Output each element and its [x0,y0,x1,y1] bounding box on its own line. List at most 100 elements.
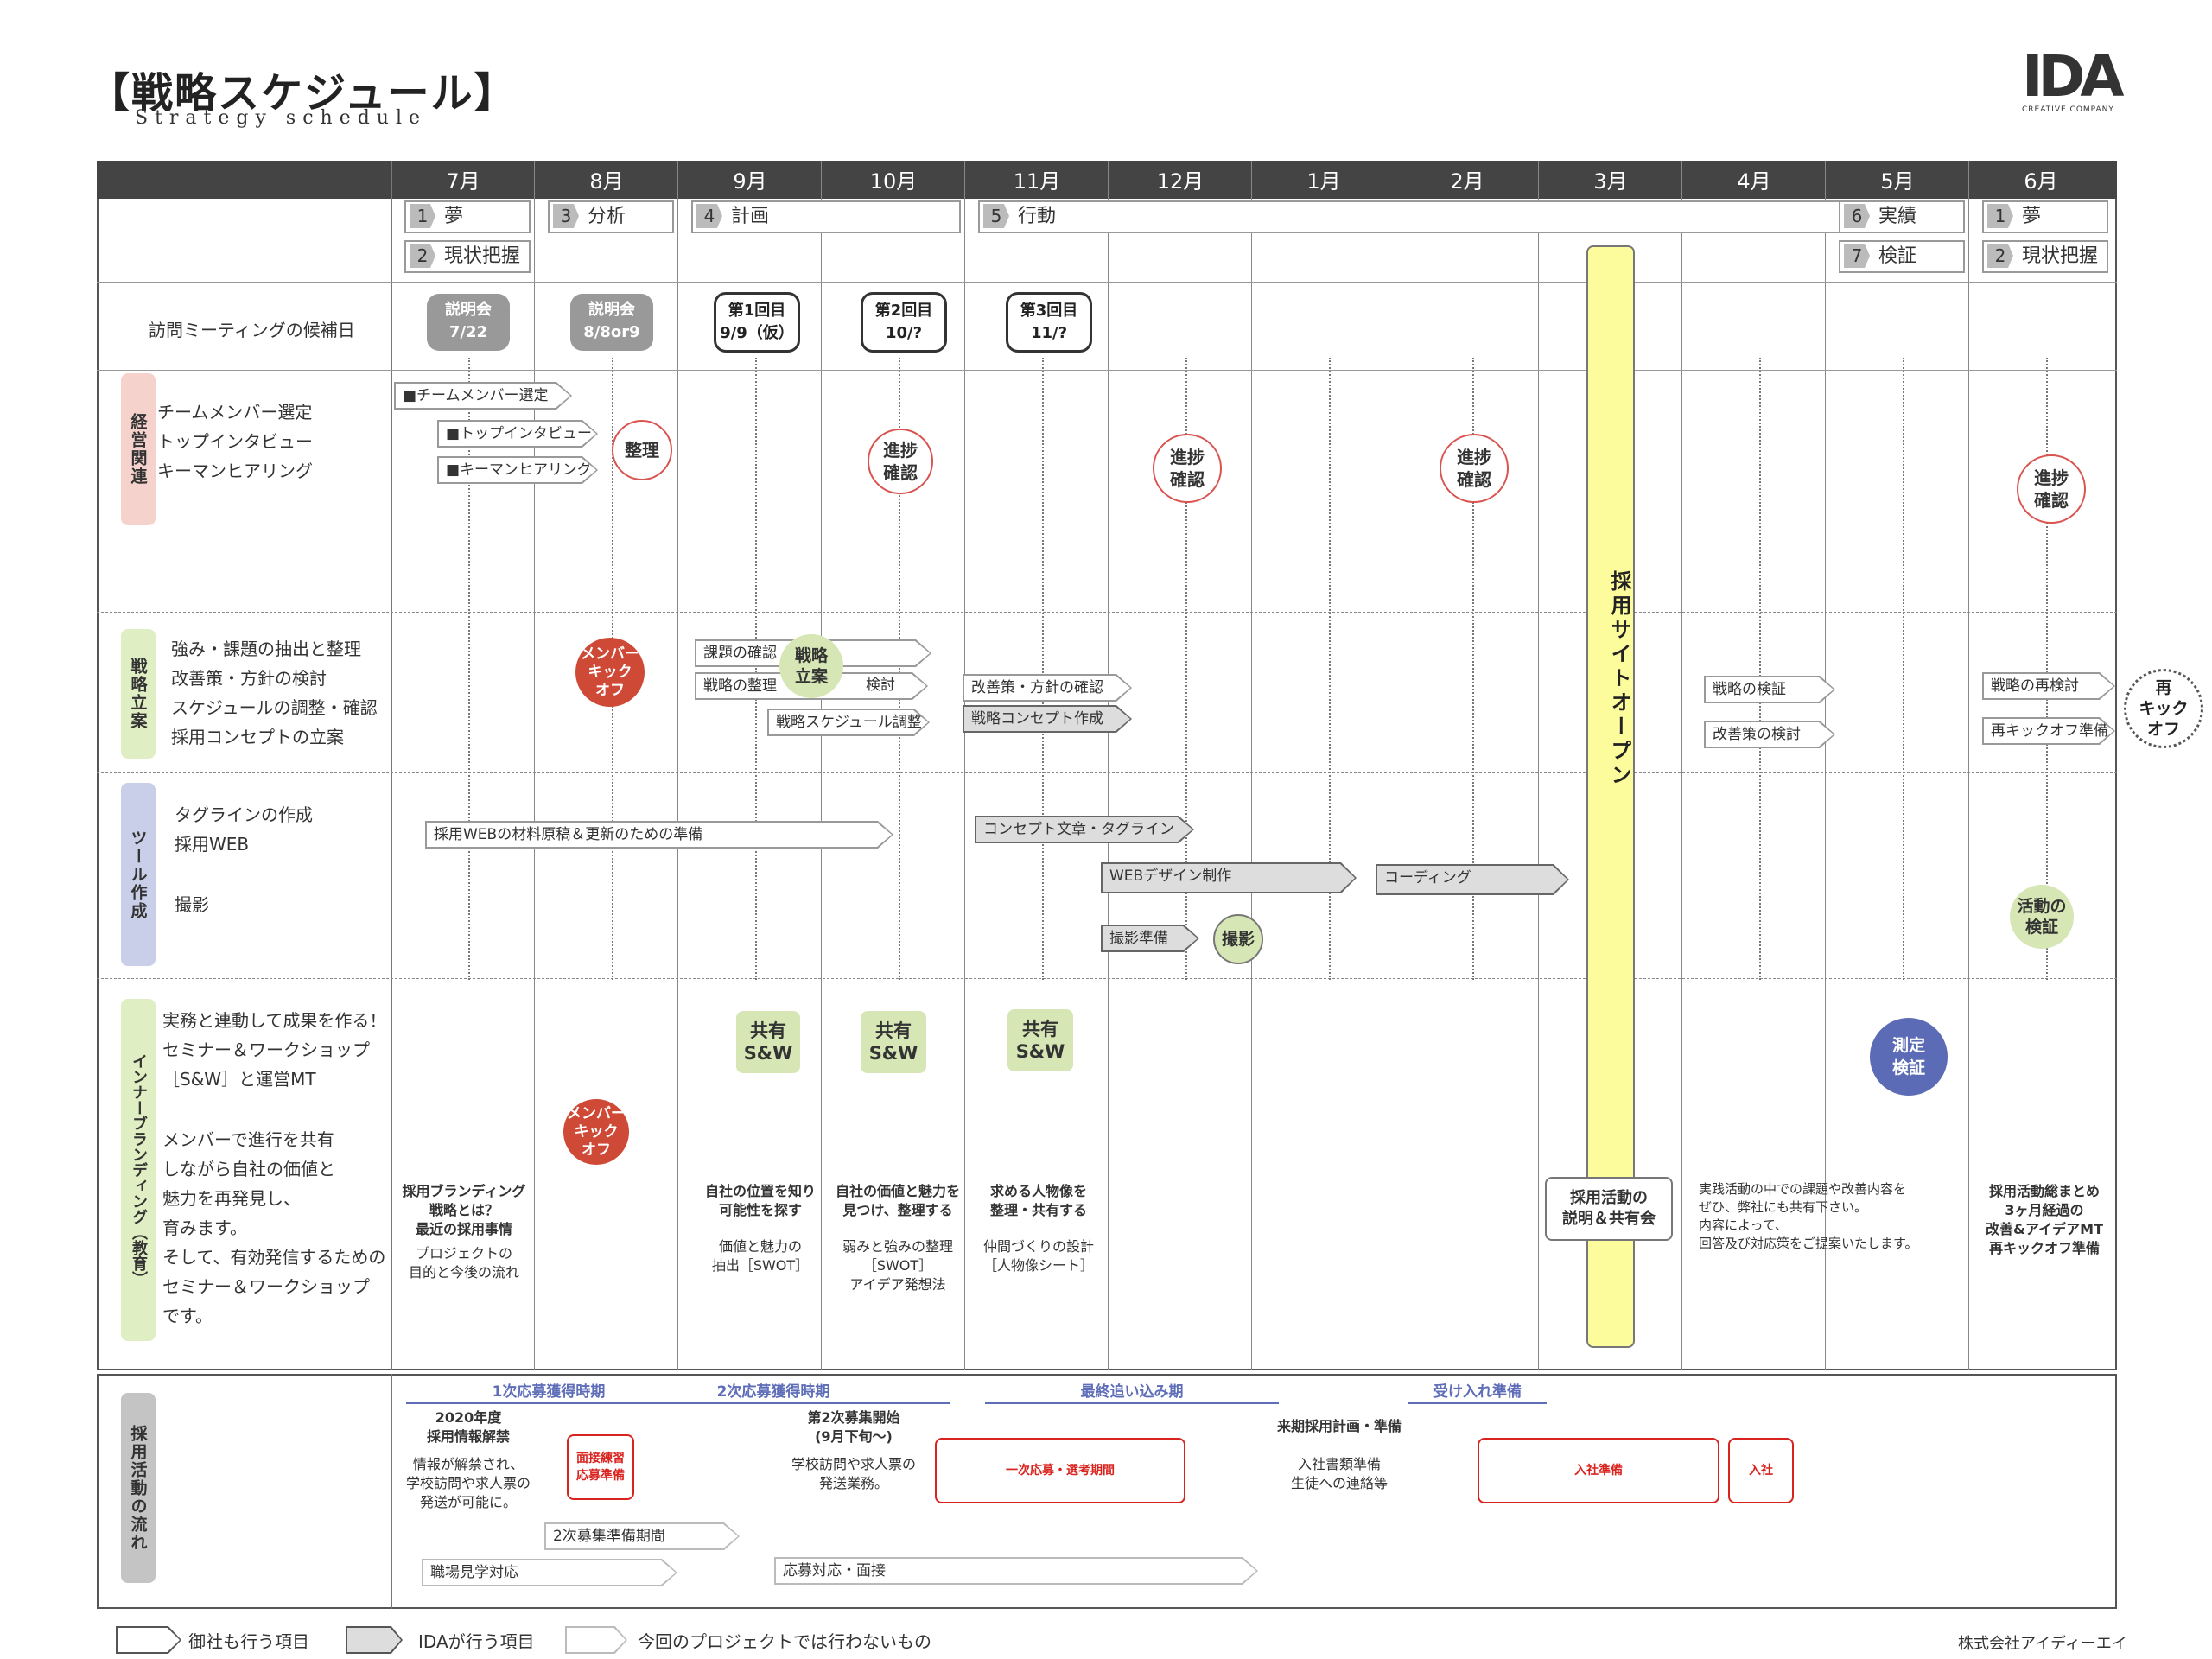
task-arrow: 応募対応・面接 [774,1557,1258,1585]
inner-item: ［S&W］と運営MT [162,1069,316,1090]
section-label-flow: 採用活動の流れ [121,1393,156,1583]
timeline-dotted-line [1903,358,1904,980]
task-arrow: 戦略の検証 [1704,676,1835,703]
month-feb: 2月 [1450,169,1484,194]
recruit-briefing-box: 採用活動の 説明＆共有会 [1545,1177,1673,1241]
task-arrow: 2次募集準備期間 [544,1522,740,1550]
task-arrow: 戦略コンセプト作成 [963,705,1132,733]
timeline-dotted-line [2046,358,2048,980]
company-name: 株式会社アイディーエイ [1958,1635,2127,1653]
member-kickoff-circle: メンバー キック オフ [575,638,645,707]
month-apr: 4月 [1737,169,1771,194]
period-line [985,1402,1279,1404]
task-arrow: ■トップインタビュー [437,420,598,448]
row-divider [97,282,2117,283]
task-arrow: コンセプト文章・タグライン [975,816,1194,843]
inner-item: 魅力を再発見し、 [162,1188,301,1209]
inner-text-block: 採用活動総まとめ 3ヶ月経過の 改善&アイデアMT 再キックオフ準備 [1986,1183,2103,1256]
page-subtitle: Strategy schedule [135,107,428,129]
month-grid-line [1251,161,1252,1370]
timeline-dotted-line [899,358,900,980]
flow-text-block: 第2次募集開始 (9月下旬〜) 学校訪問や求人票の 発送業務。 [791,1409,916,1491]
senryaku-item: 改善策・方針の検討 [171,668,327,689]
month-grid-line [534,161,535,1370]
period-label: 1次応募獲得時期 [492,1383,606,1401]
period-line [1408,1402,1547,1404]
inner-item: 育みます。 [162,1217,247,1238]
task-arrow: 再キックオフ準備 [1982,717,2115,745]
logo-mark: IDA [2022,43,2124,110]
meeting-pill: 第2回目 10/? [861,292,947,353]
inner-item: メンバーで進行を共有 [162,1129,334,1150]
section-label-tool: ツール作成 [121,783,156,966]
site-open-label: 採用サイトオープン [1607,570,1631,788]
month-grid-line [1825,161,1826,1370]
timeline-dotted-line [1472,358,1474,980]
period-label: 受け入れ準備 [1433,1383,1522,1401]
row-divider [97,978,2117,979]
red-event-box: 一次応募・選考期間 [935,1438,1185,1503]
task-arrow: 戦略スケジュール調整 [767,709,930,736]
task-arrow: WEBデザイン制作 [1101,862,1357,893]
month-oct: 10月 [869,169,918,194]
progress-check-circle: 進捗 確認 [2017,454,2086,524]
row-divider [97,772,2117,773]
row-divider [97,612,2117,613]
activity-verify-circle: 活動の 検証 [2010,885,2074,949]
inner-item: そして、有効発信するための [162,1247,386,1268]
month-sep: 9月 [733,169,767,194]
senryaku-item: 強み・課題の抽出と整理 [171,639,361,659]
timeline-dotted-line [1329,358,1331,980]
logo-subtext: CREATIVE COMPANY [2022,105,2114,114]
flow-divider [391,1374,392,1609]
month-aug: 8月 [589,169,624,194]
flow-text-block: 来期採用計画・準備 入社書類準備 生徒への連絡等 [1276,1418,1402,1491]
legend-gray-arrow [346,1626,403,1654]
inner-text-block: 求める人物像を 整理・共有する 仲間づくりの設計 ［人物像シート］ [982,1183,1094,1274]
month-grid-line [821,161,822,1370]
label-column-divider [391,161,392,1370]
timeline-dotted-line [1042,358,1044,980]
inner-text-block: 自社の価値と魅力を 見つけ、整理する 弱みと強みの整理 ［SWOT］ アイデア発… [835,1183,960,1293]
meeting-pill: 説明会 8/8or9 [570,294,653,351]
legend-dotted-arrow [565,1626,627,1654]
inner-item: セミナー＆ワークショップ [162,1276,370,1297]
share-sw-box: 共有 S&W [861,1011,926,1073]
month-grid-line [1681,161,1682,1370]
recruit-flow-panel [97,1374,2117,1609]
organize-circle: 整理 [612,420,672,480]
meeting-pill: 第1回目 9/9（仮） [714,292,800,353]
task-arrow: 採用WEBの材料原稿＆更新のための準備 [425,821,893,849]
period-line [406,1402,691,1404]
progress-check-circle: 進捗 確認 [1153,434,1222,503]
section-label-keiei: 経営関連 [121,373,156,525]
tool-item: タグラインの作成 [175,804,313,825]
keiei-item: トップインタビュー [157,431,313,452]
flow-text-block: 2020年度 採用情報解禁 情報が解禁され、 学校訪問や求人票の 発送が可能に。 [405,1409,531,1510]
month-jan: 1月 [1306,169,1341,194]
keiei-item: チームメンバー選定 [157,402,313,423]
legend-label: 今回のプロジェクトでは行わないもの [638,1631,931,1652]
month-grid-line [677,161,678,1370]
senryaku-item: 採用コンセプトの立案 [171,727,344,747]
inner-item: セミナー＆ワークショップ [162,1039,370,1060]
timeline-dotted-line [468,358,470,980]
month-grid-line [1108,161,1109,1370]
task-arrow: 職場見学対応 [422,1559,677,1586]
task-label: 検討 [866,677,895,694]
task-arrow: 改善策・方針の確認 [963,674,1132,702]
inner-item: しながら自社の価値と [162,1159,335,1179]
task-arrow: ■チームメンバー選定 [394,382,572,410]
period-line [691,1402,950,1404]
section-label-inner: インナーブランディング（教育） [121,999,156,1341]
period-label: 2次応募獲得時期 [716,1383,830,1401]
re-kickoff-circle: 再 キック オフ [2124,669,2203,748]
red-event-box: 入社 [1728,1438,1794,1503]
progress-check-circle: 進捗 確認 [1440,434,1509,503]
